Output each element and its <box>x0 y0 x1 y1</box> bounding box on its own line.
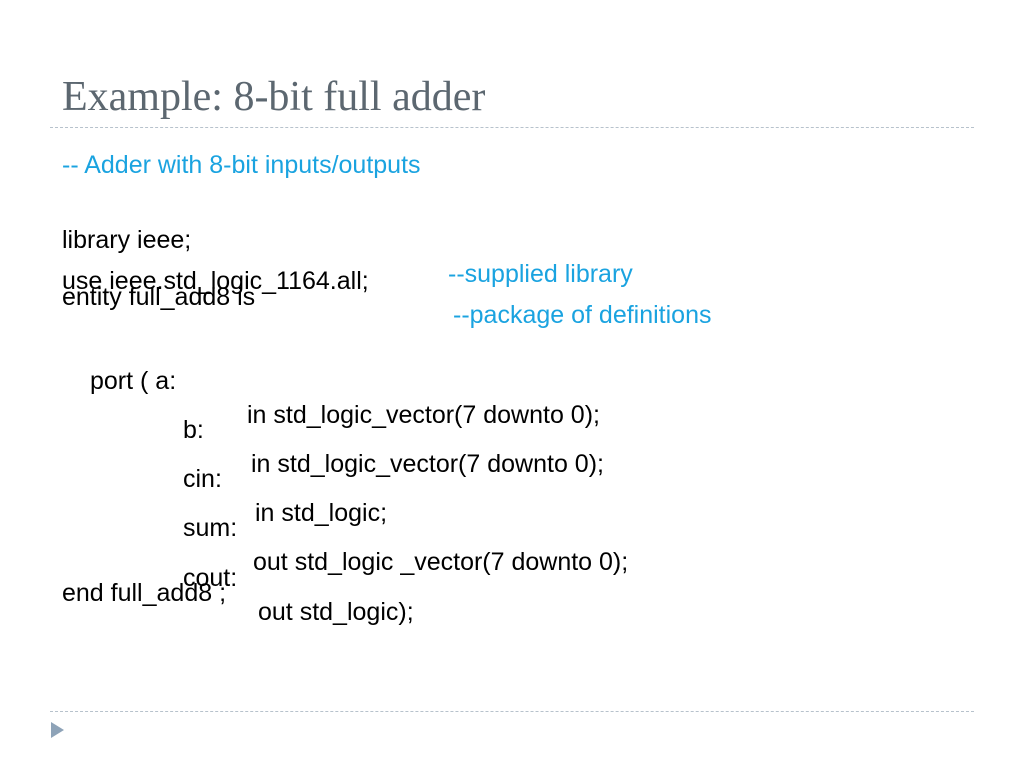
port-b-type: in std_logic_vector(7 downto 0); <box>251 450 604 478</box>
use-statement: use ieee.std_logic_1164.all; <box>62 267 369 295</box>
port-a-type: in std_logic_vector(7 downto 0); <box>247 401 600 429</box>
slide-title: Example: 8-bit full adder <box>62 74 486 120</box>
port-prefix: port ( a: <box>90 367 177 395</box>
code-line-entity: entity full_add8 is <box>62 283 256 311</box>
port-cout-type: out std_logic); <box>258 598 414 626</box>
code-line-port-b: b: in std_logic_vector(7 downto 0); <box>62 379 604 481</box>
port-cin-name: cin: <box>183 465 222 493</box>
library-statement: library ieee; <box>62 226 192 254</box>
port-sum-type: out std_logic _vector(7 downto 0); <box>253 548 629 576</box>
library-comment: --supplied library <box>448 260 633 288</box>
code-line-library: library ieee; --supplied library <box>62 189 633 291</box>
code-line-port-cout: cout: out std_logic); <box>62 527 414 629</box>
bottom-divider <box>50 711 974 712</box>
code-line-port-a: port ( a: in std_logic_vector(7 downto 0… <box>62 330 600 432</box>
port-b-name: b: <box>183 416 204 444</box>
top-divider <box>50 127 974 128</box>
code-line-port-cin: cin: in std_logic; <box>62 428 387 530</box>
code-comment-header: -- Adder with 8-bit inputs/outputs <box>62 151 421 179</box>
triangle-right-icon <box>51 722 64 738</box>
port-cout-name: cout: <box>183 564 238 592</box>
code-line-port-sum: sum: out std_logic _vector(7 downto 0); <box>62 477 628 579</box>
port-sum-name: sum: <box>183 514 238 542</box>
code-line-end: end full_add8 ; <box>62 579 227 607</box>
code-line-use: use ieee.std_logic_1164.all; --package o… <box>62 230 711 332</box>
use-comment: --package of definitions <box>453 301 712 329</box>
port-cin-type: in std_logic; <box>255 499 388 527</box>
